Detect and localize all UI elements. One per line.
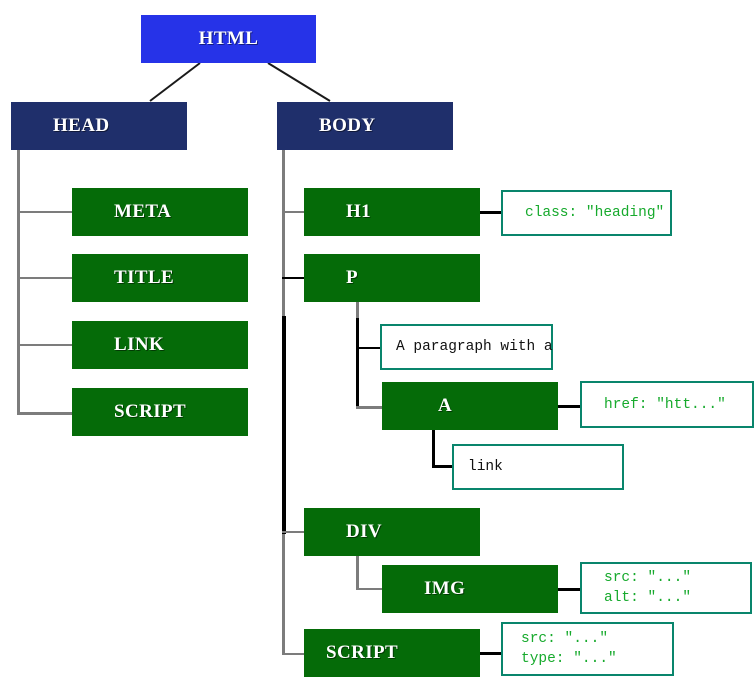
- attr-h1-class-text: class: "heading": [525, 205, 665, 221]
- node-a-label: A: [438, 395, 453, 416]
- a-to-text-connector: [432, 465, 454, 468]
- head-to-link-connector: [17, 344, 74, 346]
- attr-box-a-href[interactable]: href: "htt...": [580, 381, 754, 428]
- head-trunk: [17, 150, 20, 415]
- node-html-label: HTML: [198, 28, 259, 49]
- head-to-meta-connector: [17, 211, 74, 213]
- a-to-attr-connector: [558, 405, 582, 408]
- node-div[interactable]: DIV: [304, 508, 480, 556]
- node-head-script[interactable]: SCRIPT: [72, 388, 248, 436]
- attr-box-h1-class[interactable]: class: "heading": [501, 190, 672, 236]
- node-p[interactable]: P: [304, 254, 480, 302]
- head-to-script-connector: [17, 412, 74, 415]
- node-div-label: DIV: [346, 521, 383, 542]
- attr-img-alt-text: alt: "...": [604, 590, 692, 606]
- text-p-content: A paragraph with a: [396, 339, 553, 355]
- node-meta[interactable]: META: [72, 188, 248, 236]
- node-link[interactable]: LINK: [72, 321, 248, 369]
- text-box-p-content[interactable]: A paragraph with a: [380, 324, 553, 370]
- node-img-label: IMG: [424, 578, 466, 599]
- text-box-a-content[interactable]: link: [452, 444, 624, 490]
- attr-script-type-text: type: "...": [521, 651, 617, 667]
- attr-box-img[interactable]: src: "..." alt: "...": [580, 562, 752, 614]
- node-title[interactable]: TITLE: [72, 254, 248, 302]
- node-p-label: P: [346, 267, 359, 288]
- attr-script-src-text: src: "...": [521, 631, 609, 647]
- node-h1[interactable]: H1: [304, 188, 480, 236]
- h1-to-attr-connector: [480, 211, 502, 214]
- body-to-div-connector: [282, 531, 306, 533]
- node-h1-label: H1: [346, 201, 372, 222]
- node-a[interactable]: A: [382, 382, 558, 430]
- img-to-attr-connector: [558, 588, 582, 591]
- p-to-a-connector: [356, 406, 384, 409]
- attr-box-script[interactable]: src: "..." type: "...": [501, 622, 674, 676]
- p-subtrunk: [356, 318, 359, 408]
- script-to-attr-connector: [480, 652, 502, 655]
- node-meta-label: META: [114, 201, 172, 222]
- div-to-img-connector: [356, 588, 384, 590]
- node-head[interactable]: HEAD: [11, 102, 187, 150]
- node-img[interactable]: IMG: [382, 565, 558, 613]
- text-a-content: link: [468, 459, 503, 475]
- body-trunk-black-segment-lower: [282, 424, 286, 534]
- attr-a-href-text: href: "htt...": [604, 396, 726, 413]
- body-to-script-connector: [282, 653, 306, 655]
- node-title-label: TITLE: [114, 267, 175, 288]
- node-html[interactable]: HTML: [141, 15, 316, 63]
- body-to-h1-connector: [282, 211, 306, 213]
- node-head-label: HEAD: [53, 115, 110, 136]
- node-body-script-label: SCRIPT: [326, 642, 399, 663]
- head-to-title-connector: [17, 277, 74, 279]
- a-subtrunk: [432, 430, 435, 467]
- body-trunk-black-segment-upper: [282, 316, 286, 424]
- node-body[interactable]: BODY: [277, 102, 453, 150]
- p-subtrunk-top: [356, 302, 359, 318]
- p-to-text-connector: [356, 347, 384, 349]
- attr-img-src-text: src: "...": [604, 570, 692, 586]
- node-body-label: BODY: [319, 115, 376, 136]
- node-head-script-label: SCRIPT: [114, 401, 187, 422]
- node-body-script[interactable]: SCRIPT: [304, 629, 480, 677]
- node-link-label: LINK: [114, 334, 165, 355]
- body-to-p-connector: [282, 277, 306, 279]
- div-subtrunk: [356, 556, 359, 590]
